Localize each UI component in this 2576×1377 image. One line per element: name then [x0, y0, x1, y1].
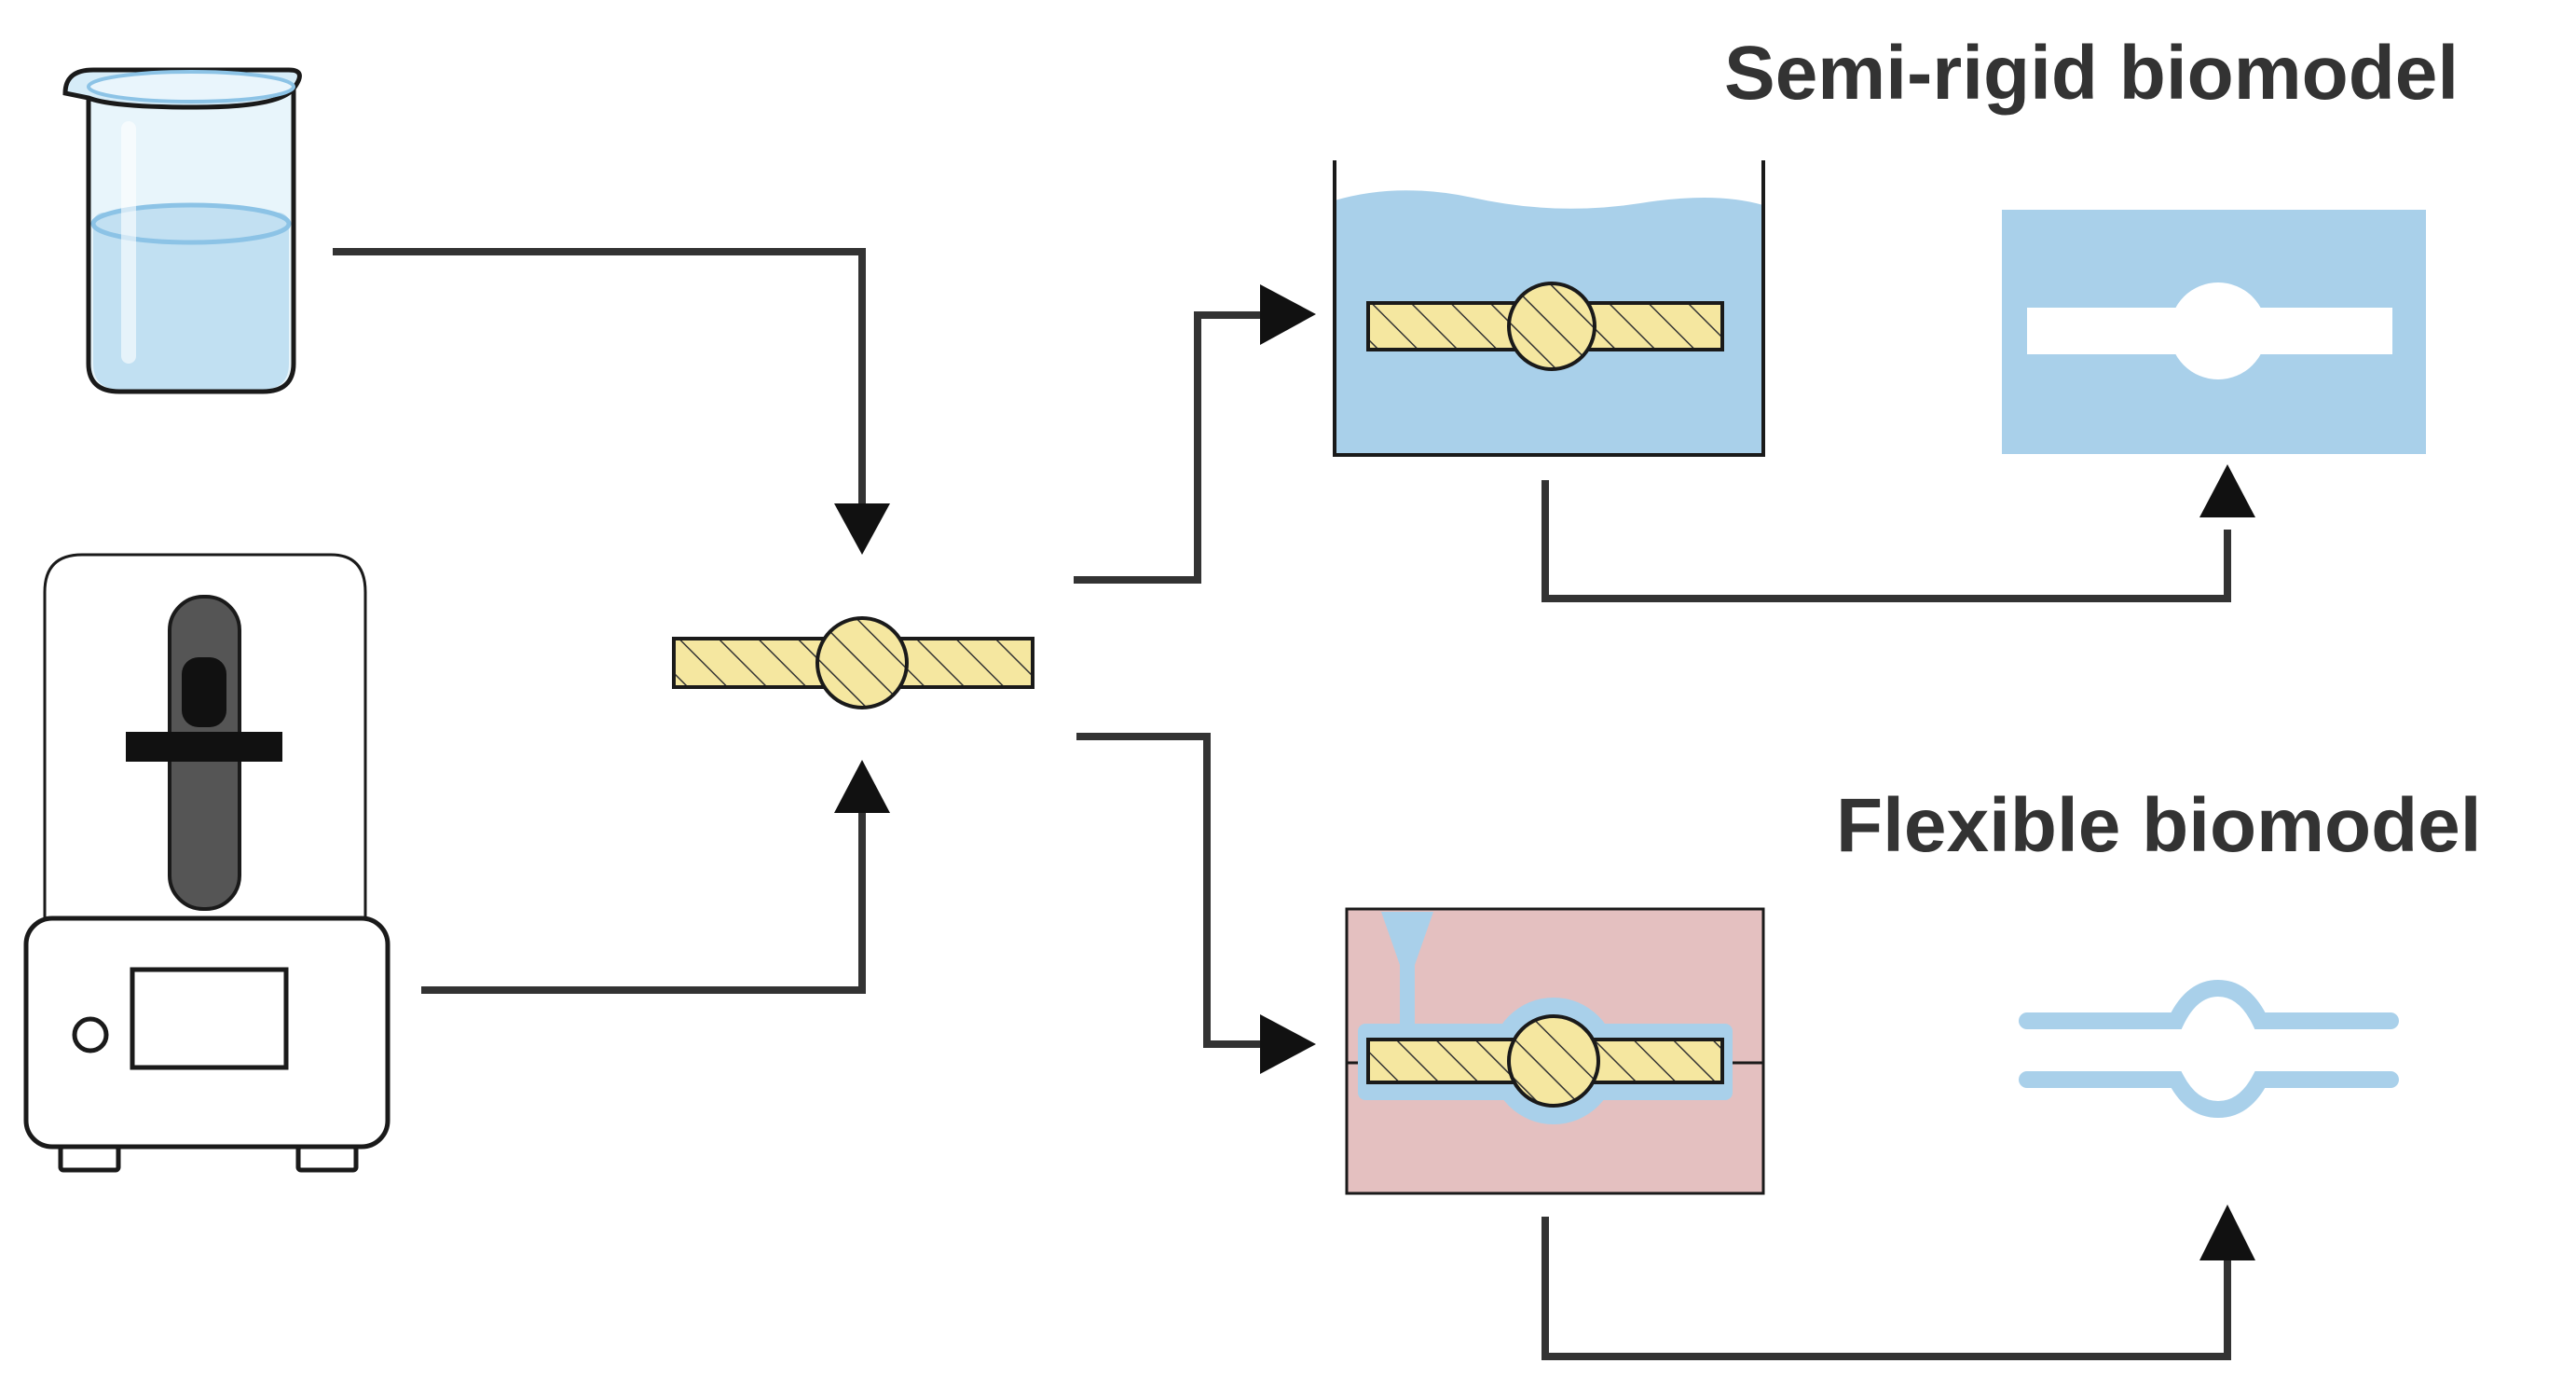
arrowhead-down-to-core — [834, 503, 890, 555]
connector-printer-to-core — [421, 804, 866, 994]
flexible-biomodel-vessel — [2019, 979, 2399, 1119]
label-flexible-biomodel: Flexible biomodel — [1836, 783, 2482, 868]
connector-bath-to-semi-rigid — [1541, 480, 2231, 602]
arrowhead-right-to-bath — [1260, 284, 1316, 345]
semi-rigid-biomodel-block — [2002, 210, 2426, 454]
connector-beaker-to-core — [333, 248, 866, 511]
beaker-icon — [62, 67, 302, 394]
arrowhead-up-to-flexible — [2199, 1205, 2255, 1260]
arrowhead-right-to-mold — [1260, 1014, 1316, 1074]
connector-core-to-mold — [1076, 733, 1267, 1048]
arrowhead-up-to-core — [834, 760, 890, 813]
connector-mold-to-flexible — [1541, 1217, 2231, 1360]
connector-core-to-bath — [1074, 311, 1267, 584]
label-semi-rigid-biomodel: Semi-rigid biomodel — [1724, 31, 2460, 116]
printed-core-part — [672, 616, 1035, 709]
arrowheads — [834, 284, 2255, 1260]
connector-lines — [333, 248, 2231, 1360]
3d-printer-icon — [23, 553, 391, 1173]
silicone-casting-mold — [1345, 907, 1765, 1195]
dissolution-bath — [1333, 160, 1765, 457]
arrowhead-up-to-semi-rigid — [2199, 464, 2255, 517]
